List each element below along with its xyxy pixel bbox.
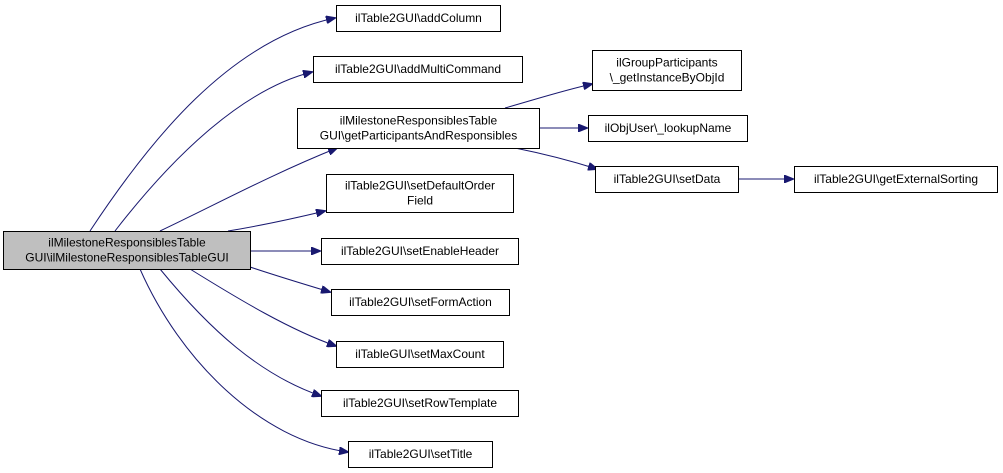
node-box [331, 289, 510, 316]
edge-root-to-setTitle [139, 268, 348, 452]
node-label-line: GUI\getParticipantsAndResponsibles [320, 129, 517, 143]
node-box [336, 5, 501, 32]
node-box [321, 390, 519, 417]
edge-root-to-addColumn [89, 18, 335, 232]
node-box [794, 166, 998, 193]
node-label-line: ilObjUser\_lookupName [605, 121, 732, 135]
node-setEnableHeader[interactable]: ilTable2GUI\setEnableHeader [321, 238, 519, 265]
node-box [588, 115, 748, 142]
node-label-line: ilTableGUI\setMaxCount [355, 347, 485, 361]
node-box [297, 108, 540, 149]
node-label-line: ilGroupParticipants [616, 56, 717, 70]
edges-layer [89, 18, 793, 452]
node-label-line: ilTable2GUI\addMultiCommand [335, 62, 501, 76]
edge-getPR-to-groupParticipants [504, 84, 592, 109]
node-label-line: ilTable2GUI\setRowTemplate [343, 396, 497, 410]
node-addMultiCommand[interactable]: ilTable2GUI\addMultiCommand [313, 56, 523, 83]
edge-getPR-to-setData [514, 147, 597, 169]
node-getExternalSorting[interactable]: ilTable2GUI\getExternalSorting [794, 166, 998, 193]
node-setRowTemplate[interactable]: ilTable2GUI\setRowTemplate [321, 390, 519, 417]
node-box [3, 231, 251, 270]
node-box [348, 441, 493, 468]
node-label-line: ilMilestoneResponsiblesTable [340, 114, 498, 128]
edge-root-to-setMaxCount [189, 268, 336, 346]
node-addColumn[interactable]: ilTable2GUI\addColumn [336, 5, 501, 32]
node-label-line: ilTable2GUI\getExternalSorting [814, 172, 978, 186]
node-label-line: ilTable2GUI\setDefaultOrder [345, 179, 495, 193]
node-label-line: ilTable2GUI\setFormAction [349, 295, 492, 309]
node-setMaxCount[interactable]: ilTableGUI\setMaxCount [336, 341, 504, 368]
node-setData[interactable]: ilTable2GUI\setData [595, 166, 739, 193]
node-box [595, 166, 739, 193]
node-label-line: GUI\ilMilestoneResponsiblesTableGUI [25, 251, 228, 265]
node-getPR[interactable]: ilMilestoneResponsiblesTableGUI\getParti… [297, 108, 540, 149]
node-setFormAction[interactable]: ilTable2GUI\setFormAction [331, 289, 510, 316]
node-box [313, 56, 523, 83]
node-label-line: Field [407, 194, 433, 208]
edge-root-to-addMultiCommand [114, 72, 312, 232]
node-setTitle[interactable]: ilTable2GUI\setTitle [348, 441, 493, 468]
node-box [326, 174, 514, 213]
nodes-layer: ilMilestoneResponsiblesTableGUI\ilMilest… [3, 5, 998, 468]
node-groupParticipants[interactable]: ilGroupParticipants\_getInstanceByObjId [592, 50, 742, 91]
node-lookupName[interactable]: ilObjUser\_lookupName [588, 115, 748, 142]
node-label-line: ilMilestoneResponsiblesTable [48, 236, 206, 250]
node-box [336, 341, 504, 368]
node-label-line: ilTable2GUI\setEnableHeader [341, 244, 499, 258]
node-label-line: ilTable2GUI\addColumn [355, 11, 482, 25]
node-label-line: ilTable2GUI\setData [614, 172, 721, 186]
edge-root-to-setFormAction [249, 266, 330, 292]
node-label-line: \_getInstanceByObjId [610, 71, 725, 85]
edge-root-to-setDefaultOrderField [227, 211, 325, 232]
edge-root-to-setRowTemplate [159, 268, 321, 396]
node-root[interactable]: ilMilestoneResponsiblesTableGUI\ilMilest… [3, 231, 251, 270]
node-box [592, 50, 742, 91]
edge-root-to-getPR [159, 148, 337, 232]
node-box [321, 238, 519, 265]
node-label-line: ilTable2GUI\setTitle [369, 447, 473, 461]
